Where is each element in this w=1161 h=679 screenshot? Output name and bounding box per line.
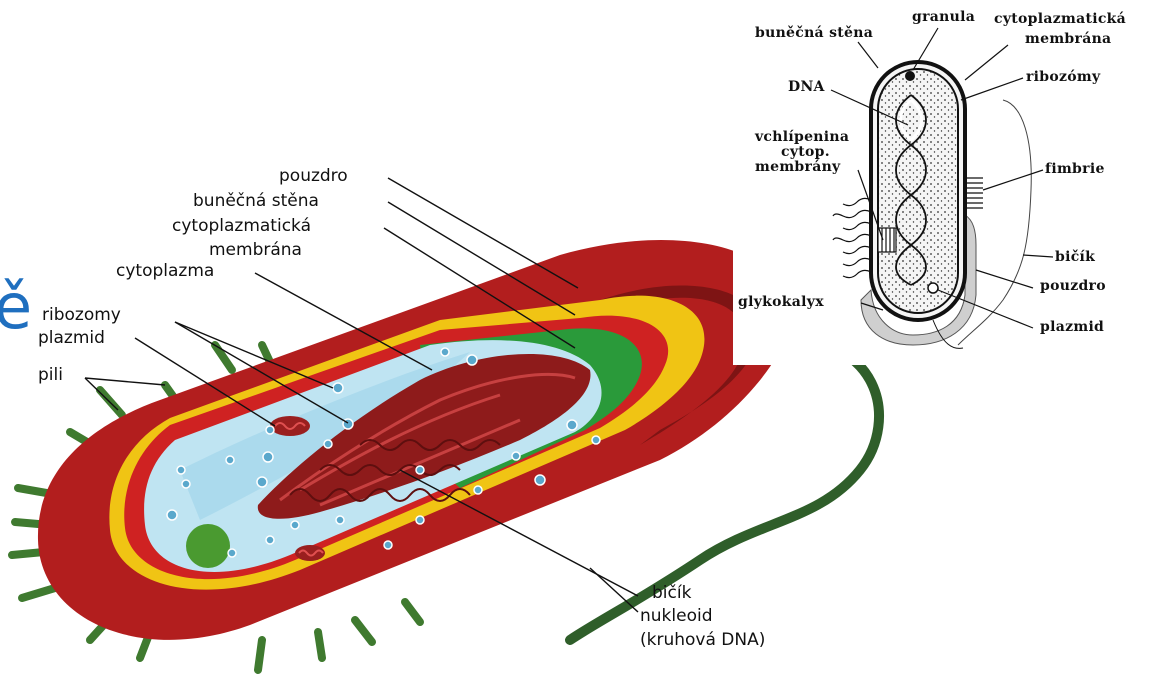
inset-label-membrany: membrány [755, 160, 840, 174]
label-ribozomy: ribozomy [42, 307, 121, 324]
inset-fimbriae [965, 178, 983, 208]
inset-schematic: buněčná stěna granula cytoplazmatická me… [733, 0, 1161, 365]
inset-plasmid [928, 283, 938, 293]
label-pouzdro: pouzdro [279, 168, 348, 185]
inset-label-cytop: cytop. [781, 145, 830, 159]
inset-granule [905, 71, 915, 81]
inset-label-cytoplazmaticka: cytoplazmatická [994, 12, 1126, 26]
inset-diagram [733, 0, 1161, 365]
label-nukleoid: nukleoid [640, 608, 713, 625]
inset-label-membrana: membrána [1025, 32, 1111, 46]
label-bicik: bičík [652, 585, 691, 602]
label-bunecna-stena: buněčná stěna [193, 193, 319, 210]
inset-label-fimbrie: fimbrie [1045, 162, 1105, 176]
inset-pili [833, 198, 871, 277]
inset-label-dna: DNA [788, 80, 825, 94]
inset-label-plazmid: plazmid [1040, 320, 1104, 334]
label-cytoplazma: cytoplazma [116, 263, 214, 280]
granule [186, 524, 230, 568]
inset-label-glykokalyx: glykokalyx [738, 295, 824, 309]
inset-label-bunecna-stena: buněčná stěna [755, 26, 873, 40]
inset-label-granula: granula [912, 10, 975, 24]
inset-label-vchlipenina: vchlípenina [755, 130, 849, 144]
label-plazmid: plazmid [38, 330, 105, 347]
inset-label-bicik: bičík [1055, 250, 1095, 264]
inset-label-pouzdro: pouzdro [1040, 279, 1106, 293]
inset-label-ribozomy: ribozómy [1026, 70, 1100, 84]
label-membrana: membrána [209, 242, 302, 259]
label-kruhova-dna: (kruhová DNA) [640, 632, 765, 649]
label-pili: pili [38, 367, 63, 384]
label-cytoplazmaticka: cytoplazmatická [172, 218, 311, 235]
inset-mesosome [878, 228, 896, 252]
